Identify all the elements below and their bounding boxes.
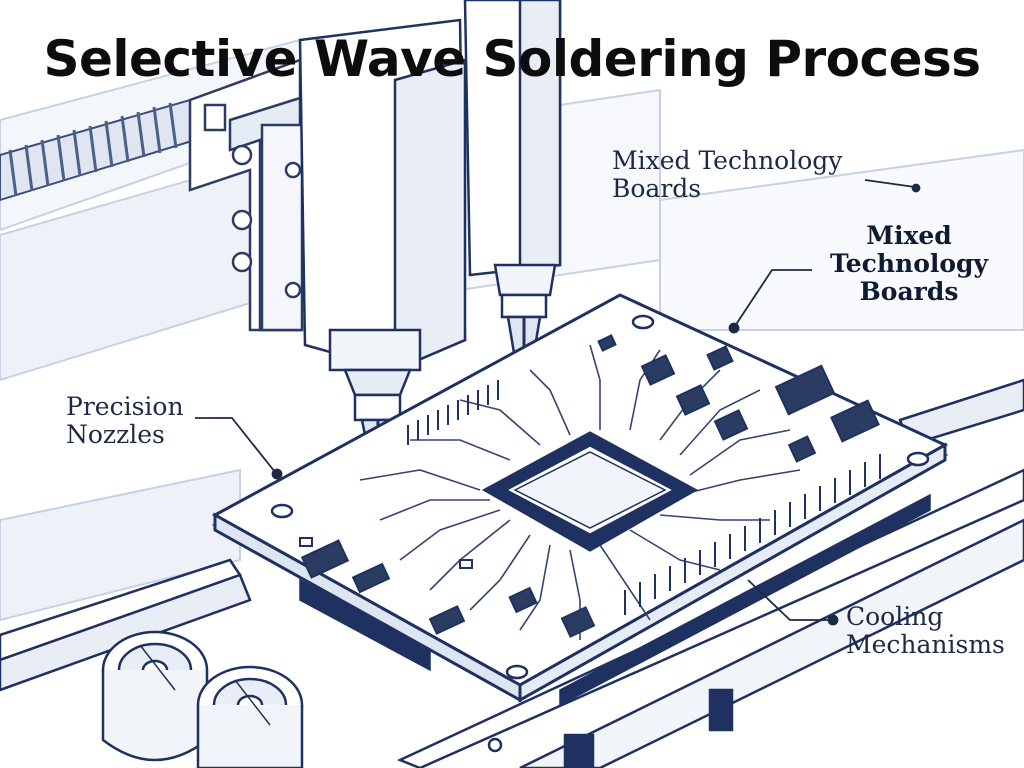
precision-nozzles-label: Precision Nozzles (66, 393, 184, 449)
gantry-carriage (188, 58, 304, 332)
label-line: Technology (830, 249, 989, 278)
label-line: Boards (612, 174, 702, 203)
cpu-chip (481, 431, 699, 552)
cooling-fans (101, 630, 304, 768)
mixed-technology-label-upper: Mixed Technology Boards (612, 147, 842, 203)
label-line: Nozzles (66, 420, 165, 449)
mixed-technology-label-bold: Mixed Technology Boards (830, 222, 988, 306)
label-line: Mixed (866, 221, 952, 250)
cooling-mechanisms-label: Cooling Mechanisms (846, 603, 1005, 659)
pin-headers (407, 380, 881, 615)
smd-components (299, 334, 880, 638)
diagram-title: Selective Wave Soldering Process (43, 30, 981, 88)
leader-lines (195, 179, 921, 626)
label-line: Mechanisms (846, 630, 1005, 659)
label-line: Mixed Technology (612, 146, 843, 175)
main-dispensing-head (298, 18, 467, 516)
label-line: Boards (859, 277, 959, 306)
label-line: Cooling (846, 602, 944, 631)
label-line: Precision (66, 392, 184, 421)
mounting-holes (270, 314, 930, 680)
